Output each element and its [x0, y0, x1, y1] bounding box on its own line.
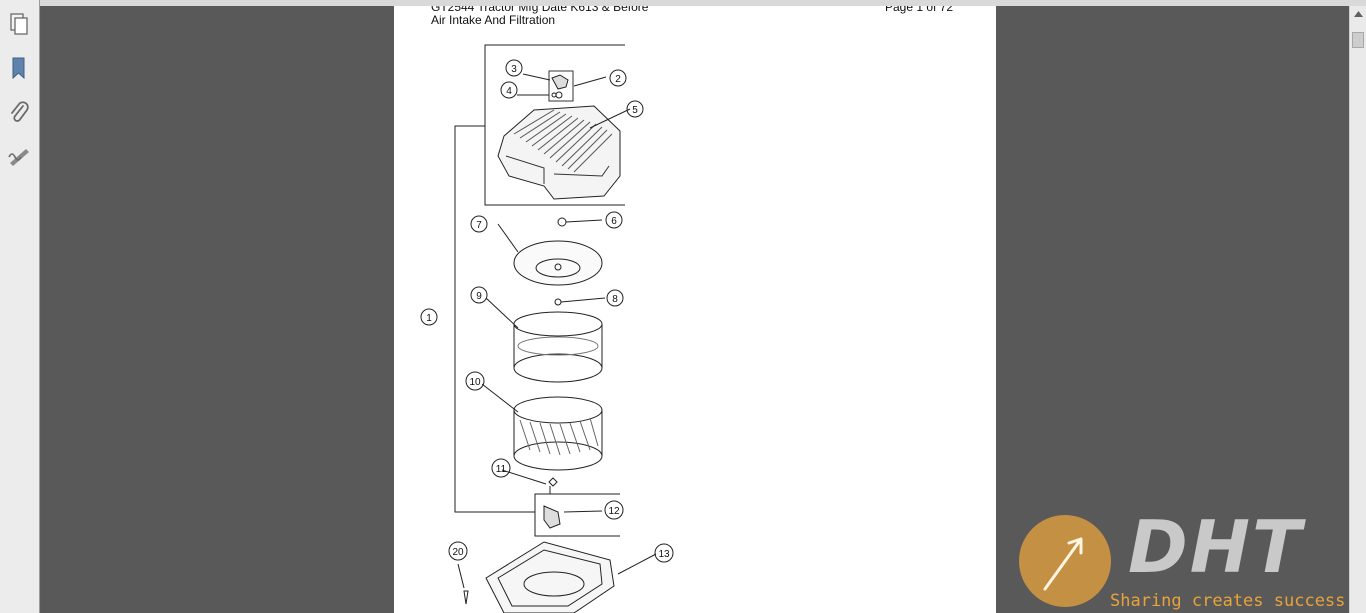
callout-13: 13 — [658, 549, 670, 560]
callout-2: 2 — [615, 74, 621, 85]
watermark-tagline: Sharing creates success — [1110, 591, 1346, 611]
upper-group-bracket — [484, 44, 625, 206]
lower-group-bracket — [534, 493, 620, 537]
bookmarks-button[interactable] — [6, 54, 32, 82]
window-top-strip — [0, 0, 1366, 6]
signature-icon — [8, 149, 29, 166]
pages-icon — [10, 13, 28, 35]
parts-diagram: 1 2 3 4 5 6 7 8 9 10 11 12 13 20 — [420, 44, 674, 613]
scroll-thumb[interactable] — [1352, 32, 1364, 48]
callout-9: 9 — [476, 291, 482, 302]
callout-3: 3 — [511, 64, 517, 75]
pages-thumbnails-button[interactable] — [6, 10, 32, 38]
attachments-button[interactable] — [6, 98, 32, 126]
callout-4: 4 — [506, 86, 512, 97]
callout-6: 6 — [611, 216, 617, 227]
bookmark-icon — [12, 57, 25, 80]
navigation-sidebar — [0, 0, 40, 613]
dht-logo-circle — [1019, 515, 1111, 607]
chevron-up-icon — [1353, 11, 1363, 17]
vertical-scrollbar[interactable] — [1349, 6, 1366, 613]
doc-section-title: Air Intake And Filtration — [431, 13, 556, 27]
scroll-up-button[interactable] — [1350, 6, 1366, 22]
callout-10: 10 — [469, 377, 481, 388]
callout-5: 5 — [632, 105, 638, 116]
doc-header-title: GT2544 Tractor Mfg Date K613 & Before — [431, 6, 649, 14]
document-page[interactable]: GT2544 Tractor Mfg Date K613 & Before Pa… — [394, 6, 996, 613]
callout-20: 20 — [452, 547, 464, 558]
callout-12: 12 — [608, 506, 620, 517]
watermark-brand: DHT — [1128, 505, 1304, 589]
callout-8: 8 — [612, 294, 618, 305]
callout-11: 11 — [496, 464, 507, 475]
callout-7: 7 — [476, 220, 482, 231]
doc-header-page: Page 1 of 72 — [885, 6, 954, 14]
callout-1: 1 — [426, 313, 432, 324]
paperclip-icon — [11, 101, 29, 122]
signatures-button[interactable] — [6, 142, 32, 170]
main-group-bracket — [454, 125, 535, 513]
